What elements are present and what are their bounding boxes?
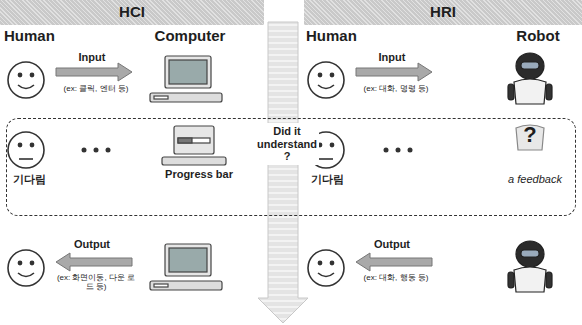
flow-arrow <box>258 22 308 323</box>
label-text: Human <box>306 27 370 44</box>
node-text: Did it understand ? <box>255 123 319 165</box>
node-text: HCI <box>0 3 264 20</box>
label-text: Output <box>60 238 124 251</box>
label-text: Robot <box>500 27 576 44</box>
smiley-face <box>8 62 344 286</box>
node-text: Progress bar <box>157 168 241 181</box>
waiting-dots <box>82 148 413 153</box>
label-text: Input <box>60 51 124 64</box>
header-band: HRI <box>304 0 582 25</box>
label-text: (ex: 대화, 명령 등) <box>348 84 444 93</box>
node-text: 기다림 <box>9 173 49 186</box>
label-text: Output <box>360 238 424 251</box>
node-text: HRI <box>304 3 582 20</box>
progress-bar-icon <box>162 126 226 165</box>
node-text: 기다림 <box>307 173 347 186</box>
label-text: (ex: 대화, 행동 등) <box>348 273 444 282</box>
input-arrow <box>56 63 132 81</box>
label-text: Human <box>4 27 68 44</box>
label-text: Input <box>360 51 424 64</box>
node-text: a feedback <box>499 173 571 186</box>
output-arrow <box>356 253 432 271</box>
label-text: (ex: 클릭, 엔터 등) <box>48 84 144 93</box>
label-text: (ex: 화면이동, 다운 로드 등) <box>56 273 136 291</box>
waiting-region: 기다림 Progress bar Did it understand ? 기다림 a f… <box>6 118 576 216</box>
robot-icon <box>508 53 552 292</box>
label-text: ? <box>515 122 545 147</box>
label-text: Computer <box>145 27 235 44</box>
input-arrow <box>356 63 432 81</box>
output-arrow <box>56 253 132 271</box>
header-band: HCI <box>0 0 264 25</box>
